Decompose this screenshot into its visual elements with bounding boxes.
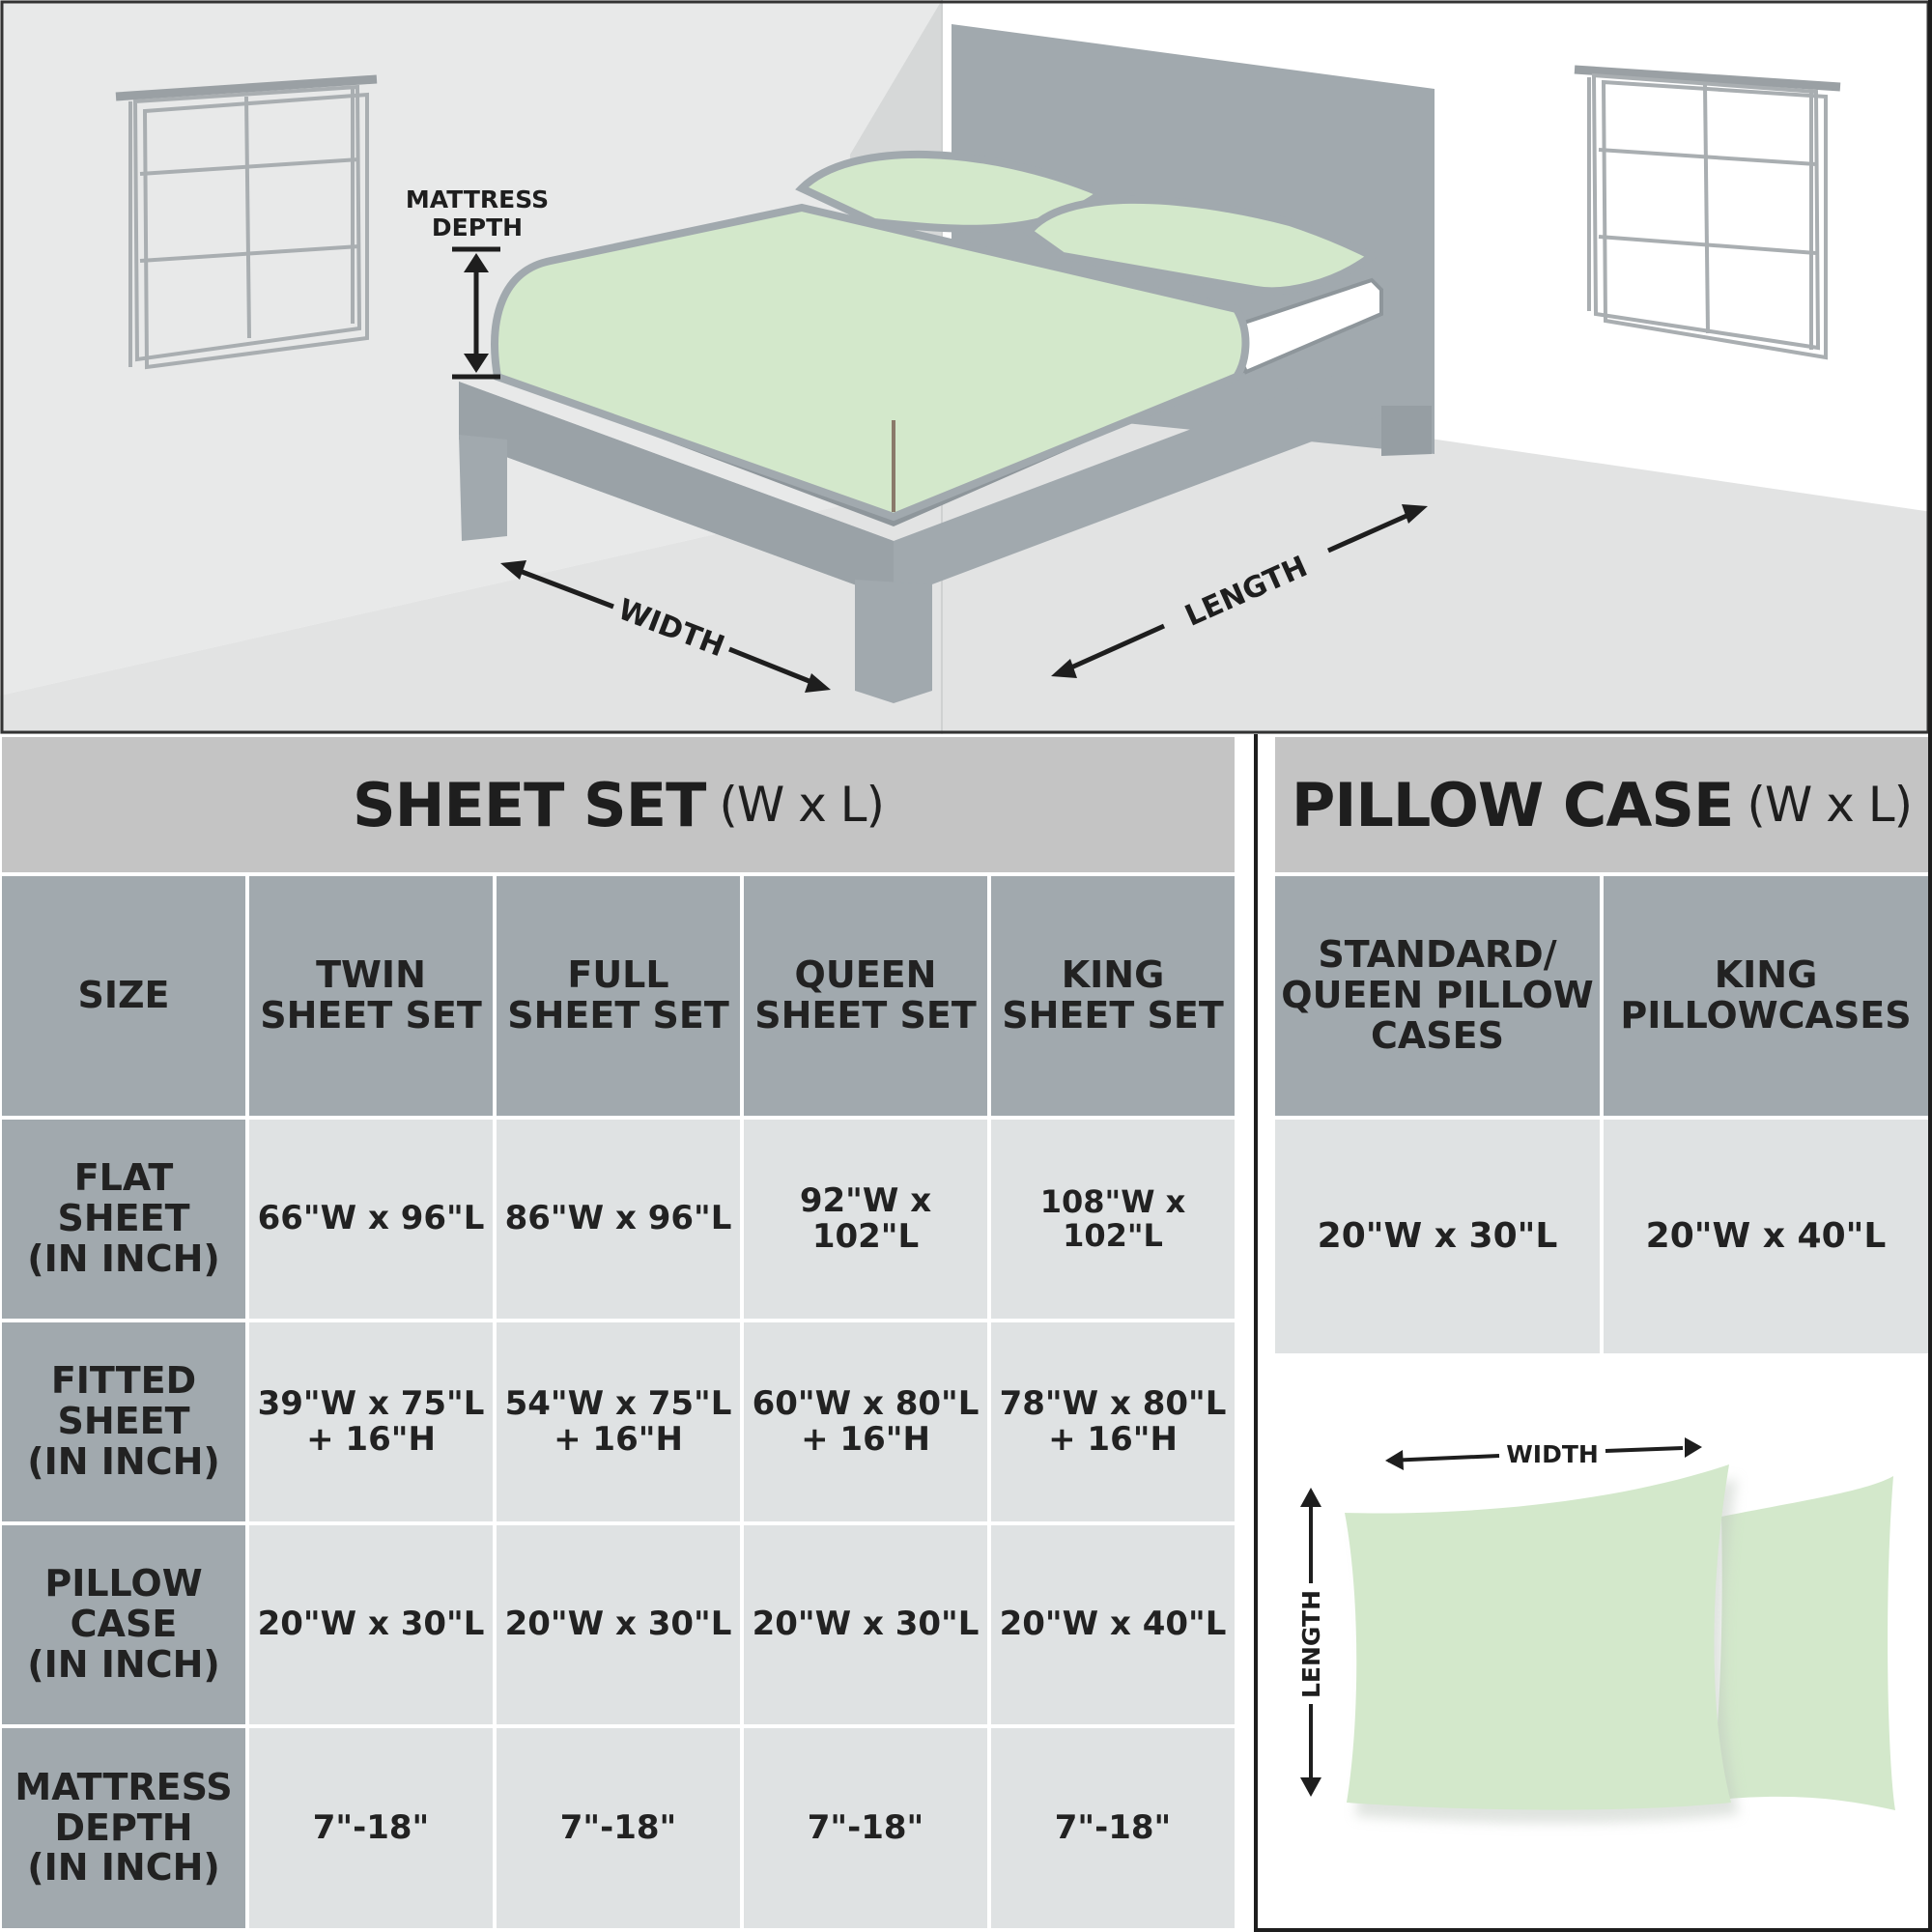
width-arrow-icon (500, 560, 831, 693)
mattress-depth-queen: 7"-18" (744, 1728, 987, 1928)
frame-border-bottom (1256, 1928, 1932, 1932)
pillow-king-size: 20"W x 40"L (1604, 1120, 1928, 1353)
flat-sheet-twin: 66"W x 96"L (249, 1120, 493, 1319)
pillow-standard-queen-size: 20"W x 30"L (1275, 1120, 1600, 1353)
flat-sheet-full: 86"W x 96"L (497, 1120, 740, 1319)
front-pillow-icon (1345, 1464, 1731, 1810)
pillow-length-arrow-icon (1300, 1488, 1321, 1797)
mattress-depth-label-2: DEPTH (432, 213, 523, 242)
row-header-flat-sheet: FLAT SHEET (IN INCH) (2, 1120, 245, 1319)
sheet-col-header-queen: QUEEN SHEET SET (744, 876, 987, 1116)
pillow-case-twin: 20"W x 30"L (249, 1525, 493, 1724)
pillow-length-label: LENGTH (1297, 1590, 1325, 1698)
pillow-case-full: 20"W x 30"L (497, 1525, 740, 1724)
mattress-depth-king: 7"-18" (991, 1728, 1235, 1928)
sheet-col-header-twin: TWIN SHEET SET (249, 876, 493, 1116)
pillow-col-header-standard-queen: STANDARD/ QUEEN PILLOW CASES (1275, 876, 1600, 1116)
frame-border (1928, 0, 1932, 1932)
pillow-left-icon (795, 150, 1110, 233)
fitted-sheet-full: 54"W x 75"L + 16"H (497, 1322, 740, 1521)
row-header-pillow-case: PILLOW CASE (IN INCH) (2, 1525, 245, 1724)
sheet-set-title-unit: (W x L) (719, 777, 885, 833)
mattress-depth-full: 7"-18" (497, 1728, 740, 1928)
sheet-set-title: SHEET SET (W x L) (2, 737, 1235, 872)
window-left-icon (115, 74, 378, 370)
depth-arrow-icon (452, 246, 500, 380)
fitted-sheet-king: 78"W x 80"L + 16"H (991, 1322, 1235, 1521)
pillow-case-title-unit: (W x L) (1747, 777, 1913, 833)
pillow-case-king: 20"W x 40"L (991, 1525, 1235, 1724)
pillow-case-title-text: PILLOW CASE (1291, 769, 1734, 840)
pillow-width-arrow-icon (1385, 1437, 1702, 1470)
pillow-col-header-king: KING PILLOWCASES (1604, 876, 1928, 1116)
fitted-sheet-twin: 39"W x 75"L + 16"H (249, 1322, 493, 1521)
row-header-fitted-sheet: FITTED SHEET (IN INCH) (2, 1322, 245, 1521)
bed-illustration: MATTRESS DEPTH WIDTH LENGTH (0, 0, 1932, 734)
pillow-case-title: PILLOW CASE (W x L) (1275, 737, 1928, 872)
window-right-icon (1574, 65, 1841, 360)
mattress-depth-twin: 7"-18" (249, 1728, 493, 1928)
sheet-col-header-king: KING SHEET SET (991, 876, 1235, 1116)
row-header-mattress-depth: MATTRESS DEPTH (IN INCH) (2, 1728, 245, 1928)
flat-sheet-queen: 92"W x 102"L (744, 1120, 987, 1319)
pillow-case-queen: 20"W x 30"L (744, 1525, 987, 1724)
fitted-sheet-queen: 60"W x 80"L + 16"H (744, 1322, 987, 1521)
sheet-set-title-text: SHEET SET (352, 769, 706, 840)
pillow-diagram: WIDTH LENGTH (1297, 1437, 1895, 1824)
section-divider (1254, 734, 1258, 1932)
length-arrow-icon (1051, 504, 1428, 678)
sheet (491, 203, 1250, 522)
pillow-right-icon (1023, 195, 1379, 296)
pillow-width-label: WIDTH (1506, 1440, 1599, 1468)
sheet-col-header-size: SIZE (2, 876, 245, 1116)
sheet-col-header-full: FULL SHEET SET (497, 876, 740, 1116)
mattress-depth-label: MATTRESS (406, 185, 549, 213)
back-pillow-icon (1710, 1476, 1895, 1810)
flat-sheet-king: 108"W x 102"L (991, 1120, 1235, 1319)
